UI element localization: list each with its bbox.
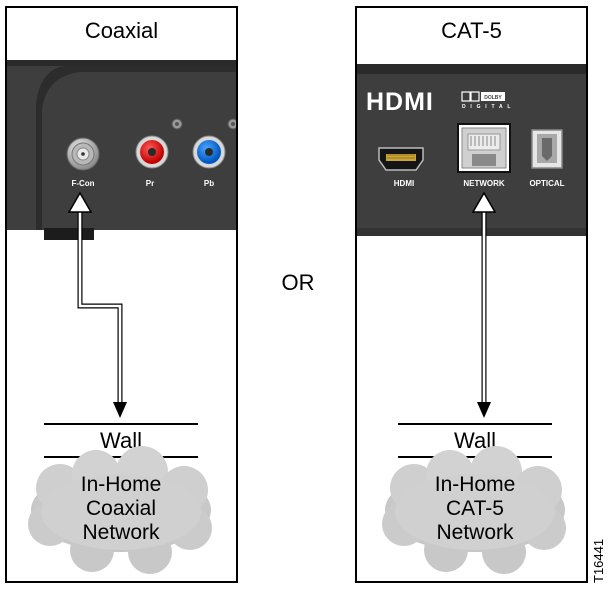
- cat5-cable-connection: [471, 191, 497, 418]
- cat5-network-cloud-icon: [382, 446, 566, 574]
- coaxial-network-line3: Network: [82, 521, 160, 544]
- coaxial-panel-title: Coaxial: [84, 18, 159, 43]
- hdmi-port-label: HDMI: [394, 179, 414, 188]
- svg-text:DIGITAL: DIGITAL: [462, 104, 515, 110]
- coaxial-network-cloud-icon: [28, 446, 212, 574]
- coaxial-device: F-Con Pr Pb: [7, 60, 236, 240]
- cat5-network-line3: Network: [436, 521, 514, 544]
- coaxial-network-line2: Coaxial: [86, 497, 156, 520]
- pr-jack-icon: [135, 135, 169, 169]
- optical-port-label: OPTICAL: [529, 179, 564, 188]
- fcon-connector-icon: [66, 137, 100, 171]
- hdmi-port-icon: [378, 147, 424, 171]
- pr-label: Pr: [146, 179, 154, 188]
- pb-jack-icon: [192, 135, 226, 169]
- cat5-network-line1: In-Home: [435, 473, 516, 496]
- or-label: OR: [281, 270, 315, 295]
- network-port-icon: [457, 123, 511, 173]
- svg-text:DOLBY: DOLBY: [484, 95, 502, 101]
- cat5-device: HDMI DOLBY DIGITAL HDMI NET: [357, 64, 586, 236]
- arrow-down-icon: [113, 402, 127, 418]
- network-port-label: NETWORK: [463, 179, 505, 188]
- optical-port-icon: [531, 129, 563, 169]
- cat5-panel-title: CAT-5: [441, 18, 502, 43]
- figure-id: T16441: [591, 539, 606, 583]
- hdmi-logo: HDMI: [366, 88, 434, 116]
- pb-label: Pb: [204, 179, 214, 188]
- dolby-logo-icon: DOLBY DIGITAL: [461, 91, 515, 110]
- cat5-network-line2: CAT-5: [446, 497, 504, 520]
- coaxial-cable-connection: [67, 191, 127, 418]
- coaxial-network-line1: In-Home: [81, 473, 162, 496]
- arrow-up-icon: [67, 191, 93, 213]
- arrow-down-icon: [477, 402, 491, 418]
- fcon-label: F-Con: [71, 179, 94, 188]
- arrow-up-icon: [471, 191, 497, 213]
